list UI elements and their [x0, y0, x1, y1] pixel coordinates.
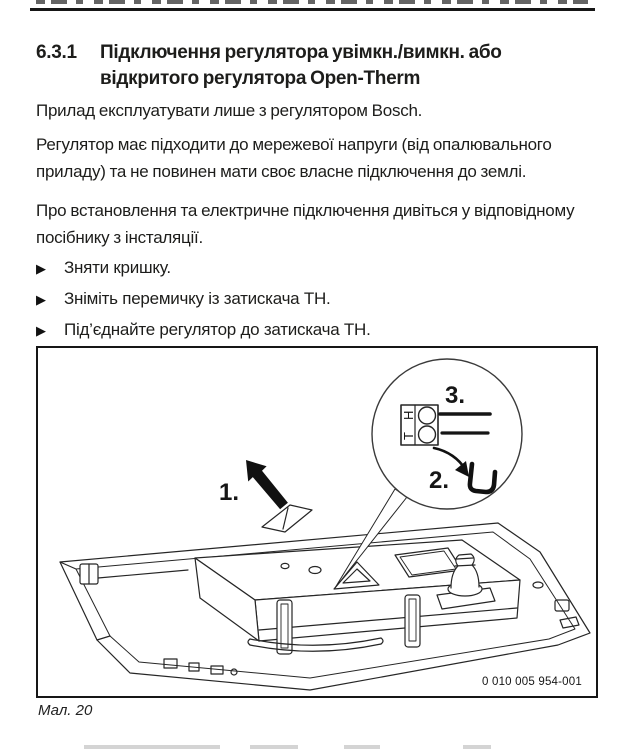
step-arrow-icon: ▶ [36, 323, 46, 338]
callout-1: 1. [219, 479, 239, 506]
jumper-icon [467, 461, 498, 495]
paragraph: Прилад експлуатувати лише з регулятором … [36, 101, 423, 120]
instruction-step: ▶ Зніміть перемичку із затискача TH. [36, 286, 592, 312]
section-title: Підключення регулятора увімкн./вимкн. аб… [100, 42, 502, 89]
terminal-label-t: T [401, 432, 416, 440]
step-text: Зніміть перемичку із затискача TH. [64, 289, 331, 308]
header-rule [30, 8, 595, 11]
instruction-list: ▶ Зняти кришку. ▶ Зніміть перемичку із з… [36, 255, 592, 348]
callout-2: 2. [429, 467, 449, 494]
instruction-step: ▶ Під’єднайте регулятор до затискача TH. [36, 317, 592, 343]
clipped-running-header [36, 0, 588, 4]
part-code: 0 010 005 954-001 [482, 676, 582, 688]
step1-arrow-icon [246, 460, 288, 510]
step-text: Зняти кришку. [64, 258, 171, 277]
paragraph: Регулятор має підходити до мережевої нап… [36, 135, 552, 181]
figure-box: H T 1. 2. 3. 0 010 005 954-001 [36, 346, 598, 698]
instruction-step: ▶ Зняти кришку. [36, 255, 592, 281]
figure-caption: Мал. 20 [38, 702, 93, 719]
paragraph: Про встановлення та електричне підключен… [36, 201, 575, 247]
cover-piece [261, 504, 313, 533]
clipped-next-heading [344, 745, 380, 749]
boiler-base-drawing [59, 522, 591, 691]
section-heading: 6.3.1 Підключення регулятора увімкн./вим… [36, 40, 592, 92]
clipped-next-heading [463, 745, 491, 749]
step-text: Під’єднайте регулятор до затискача TH. [64, 320, 371, 339]
callout-3: 3. [445, 382, 465, 409]
clipped-next-heading [84, 745, 220, 749]
th-terminal-detail [400, 404, 498, 495]
step-arrow-icon: ▶ [36, 261, 46, 276]
step-arrow-icon: ▶ [36, 292, 46, 307]
terminal-label-h: H [401, 411, 416, 420]
clipped-next-heading [250, 745, 298, 749]
figure-illustration: H T 1. 2. 3. 0 010 005 954-001 [59, 358, 591, 691]
section-number: 6.3.1 [36, 42, 77, 63]
